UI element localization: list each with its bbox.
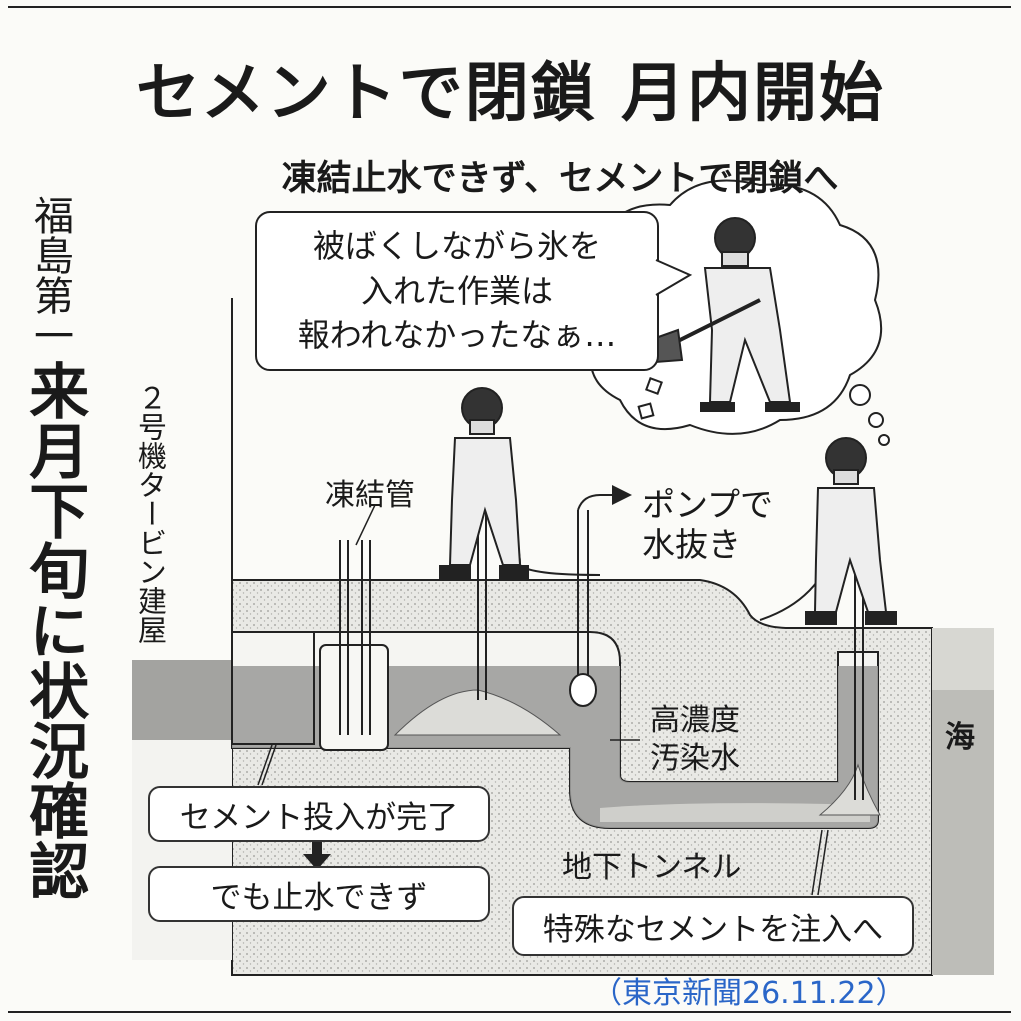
speech-line: 被ばくしながら氷を xyxy=(312,226,601,265)
side-label: 福島第一 xyxy=(27,195,73,355)
contaminated-water-label-line2: 汚染水 xyxy=(650,741,740,776)
sea-label: 海 xyxy=(945,720,975,755)
sea-area xyxy=(932,628,994,975)
speech-line: 入れた作業は xyxy=(360,271,553,310)
side-headline: 来月下旬に状況確認 xyxy=(18,360,89,900)
pump-label-line2: 水抜き xyxy=(642,525,741,564)
callout-lines xyxy=(257,739,829,896)
pump-label-line1: ポンプで xyxy=(642,485,774,524)
figure-frame xyxy=(8,6,1011,1013)
main-title: セメントで閉鎖 月内開始 xyxy=(135,56,885,131)
freeze-pipe-box xyxy=(319,504,389,751)
cement-done-box: セメント投入が完了 xyxy=(148,786,490,842)
freeze-pipe-label: 凍結管 xyxy=(325,478,415,513)
speech-bubble: 被ばくしながら氷を 入れた作業は 報われなかったなぁ… xyxy=(256,212,658,370)
not-stopped-box: でも止水できず xyxy=(148,866,490,922)
cement-deposit xyxy=(393,689,881,822)
pump-pipe xyxy=(569,485,632,707)
speech-bubble-shape xyxy=(255,211,693,371)
tunnel-label: 地下トンネル xyxy=(562,850,742,885)
turbine-building-label: ２号機タービン建屋 xyxy=(133,383,168,644)
worker-figure-center xyxy=(439,387,529,579)
down-arrow-icon xyxy=(303,838,331,870)
subtitle: 凍結止水できず、セメントで閉鎖へ xyxy=(281,159,839,199)
contaminated-water-label-line1: 高濃度 xyxy=(650,703,740,738)
source-credit: （東京新聞26.11.22） xyxy=(592,976,906,1011)
worker-figure-right xyxy=(805,437,897,625)
speech-line: 報われなかったなぁ… xyxy=(297,316,617,355)
special-cement-box: 特殊なセメントを注入へ xyxy=(512,896,914,956)
underground-tunnel xyxy=(231,631,879,829)
